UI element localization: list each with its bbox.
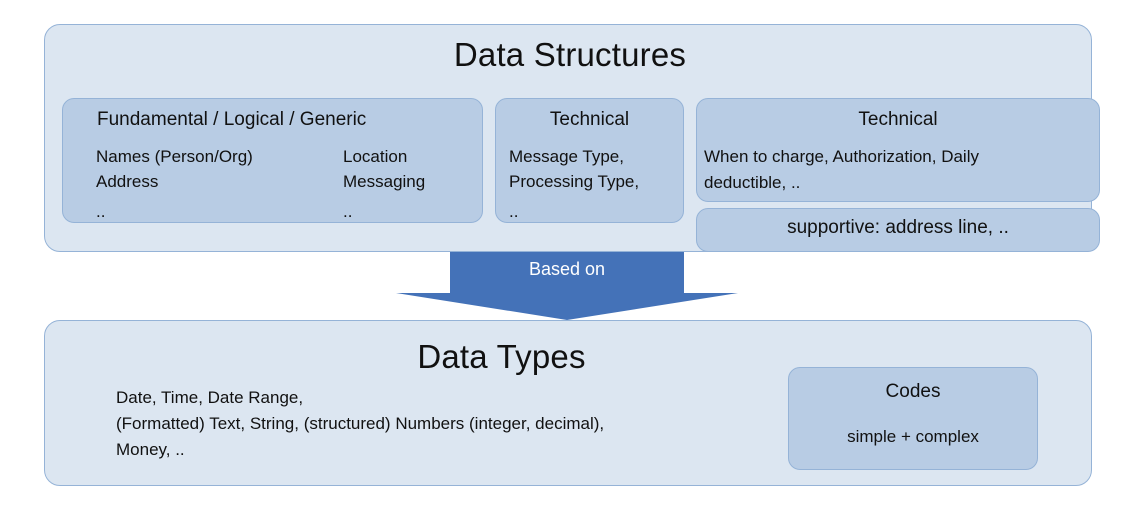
box-technical-message-line2: Processing Type, <box>509 172 640 191</box>
based-on-arrow-label: Based on <box>528 259 606 279</box>
box-technical-message-line1: Message Type, <box>509 147 624 166</box>
box-technical-message-title: Technical <box>549 109 630 130</box>
box-technical-message-line3: .. <box>509 202 519 221</box>
box-fundamental-col2-line3: .. <box>343 202 353 221</box>
box-technical-charging <box>696 98 1100 202</box>
box-fundamental-col1-line1: Names (Person/Org) <box>96 147 253 166</box>
box-fundamental-col2-line2: Messaging <box>343 172 426 191</box>
box-supportive <box>696 208 1100 252</box>
data-structures-title: Data Structures <box>453 36 687 73</box>
box-fundamental-col1-line3: .. <box>96 202 106 221</box>
box-fundamental-col2-line1: Location <box>343 147 408 166</box>
box-fundamental-logical-generic <box>62 98 483 223</box>
box-codes-subtitle: simple + complex <box>847 427 979 446</box>
box-technical-charging-line2: deductible, .. <box>704 173 801 192</box>
box-fundamental-col1-line2: Address <box>96 172 159 191</box>
data-types-title: Data Types <box>417 338 586 375</box>
box-technical-charging-line1: When to charge, Authorization, Daily <box>704 147 979 166</box>
data-types-body-text: Date, Time, Date Range, (Formatted) Text… <box>116 388 605 459</box>
based-on-arrow-icon <box>396 252 738 320</box>
box-technical-charging-title: Technical <box>858 109 938 130</box>
box-fundamental-title: Fundamental / Logical / Generic <box>97 109 367 130</box>
box-supportive-title: supportive: address line, .. <box>787 217 1009 238</box>
box-codes-title: Codes <box>885 381 941 402</box>
box-technical-message <box>495 98 684 223</box>
box-codes <box>788 367 1038 470</box>
